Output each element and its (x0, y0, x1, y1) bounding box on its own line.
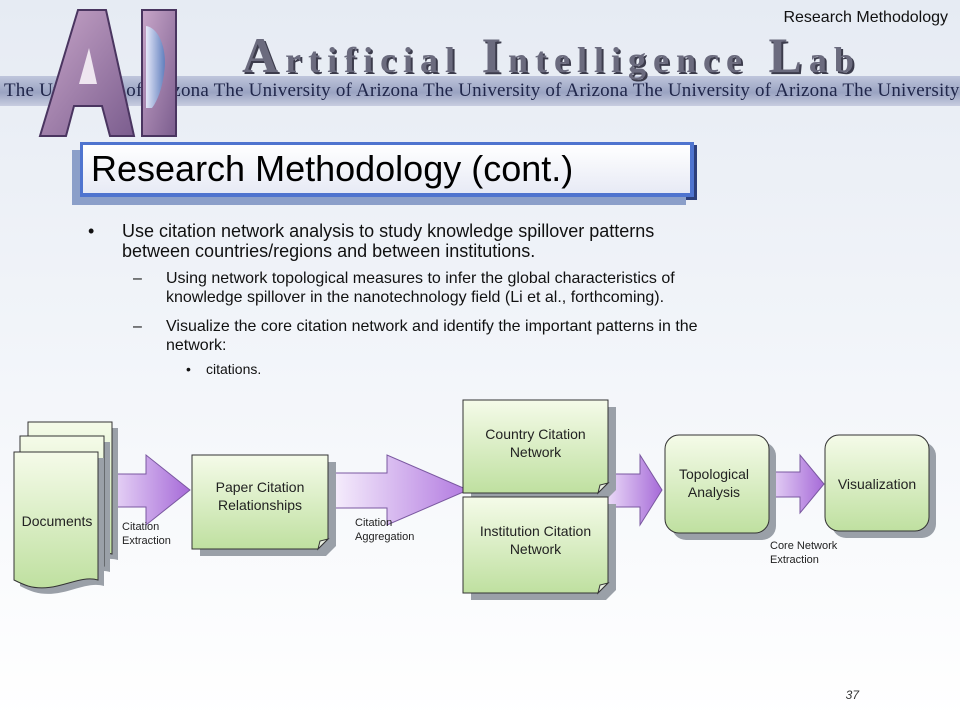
arrow-citation-extraction (109, 453, 191, 527)
citation-extraction-caption: Citation Extraction (122, 521, 171, 547)
country-citation-network-node (462, 399, 616, 500)
page-number: 37 (845, 688, 859, 702)
institution-citation-label-box: Institution Citation Network (479, 523, 592, 557)
slide-title-box: Research Methodology (cont.) (80, 142, 694, 197)
ai-lab-logo (38, 9, 177, 137)
lab-title: Artificial Intelligence Lab (242, 27, 861, 83)
country-citation-label-box: Country Citation Network (485, 426, 586, 460)
arrow-core-network-extraction (767, 453, 825, 515)
topological-analysis-label-box: Topological Analysis (678, 466, 750, 500)
topological-analysis-node (664, 434, 776, 540)
arrow-to-topological (607, 453, 663, 527)
paper-citation-relationships-node (191, 454, 336, 556)
citation-aggregation-caption: Citation Aggregation (355, 517, 415, 543)
core-network-extraction-caption: Core Network Extraction (770, 540, 838, 566)
documents-node (13, 421, 118, 594)
methodology-flow-diagram (13, 399, 936, 600)
visualization-node (824, 434, 936, 538)
section-label: Research Methodology (783, 9, 948, 26)
documents-label: Documents (21, 513, 93, 529)
slide-title: Research Methodology (cont.) (91, 148, 574, 189)
university-banner-text: The University of Arizona The University… (4, 80, 960, 101)
paper-citation-label-box: Paper Citation Relationships (215, 479, 305, 513)
visualization-label-box: Visualization (837, 476, 917, 492)
arrow-citation-aggregation (332, 454, 470, 526)
institution-citation-network-node (462, 496, 616, 600)
